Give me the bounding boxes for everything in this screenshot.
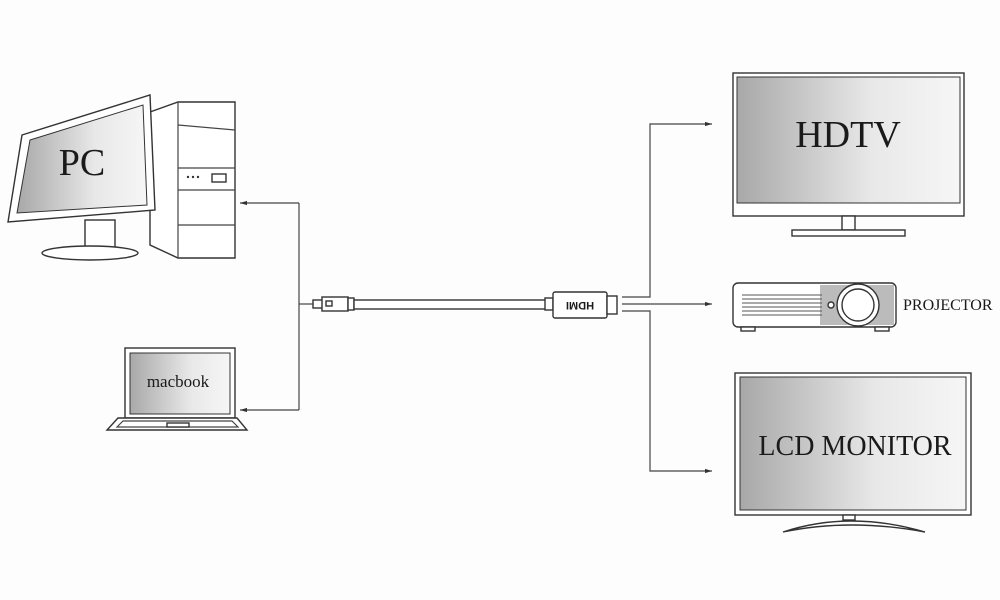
lcd-monitor: LCD MONITOR: [734, 372, 972, 533]
lcd-monitor-label: LCD MONITOR: [758, 431, 951, 462]
hdtv-label: HDTV: [795, 114, 901, 156]
macbook-label: macbook: [147, 372, 210, 391]
left-connectors: [240, 200, 313, 413]
mini-displayport-to-hdmi-cable: HDMI: [312, 291, 618, 319]
projector: PROJECTOR: [732, 282, 993, 332]
pc-computer: PC: [7, 94, 236, 261]
right-connectors: [622, 121, 712, 474]
hdmi-label: HDMI: [566, 299, 594, 311]
hdtv: HDTV: [732, 72, 965, 237]
macbook-laptop: macbook: [105, 347, 249, 431]
projector-label: PROJECTOR: [903, 297, 993, 314]
pc-label: PC: [59, 142, 105, 184]
